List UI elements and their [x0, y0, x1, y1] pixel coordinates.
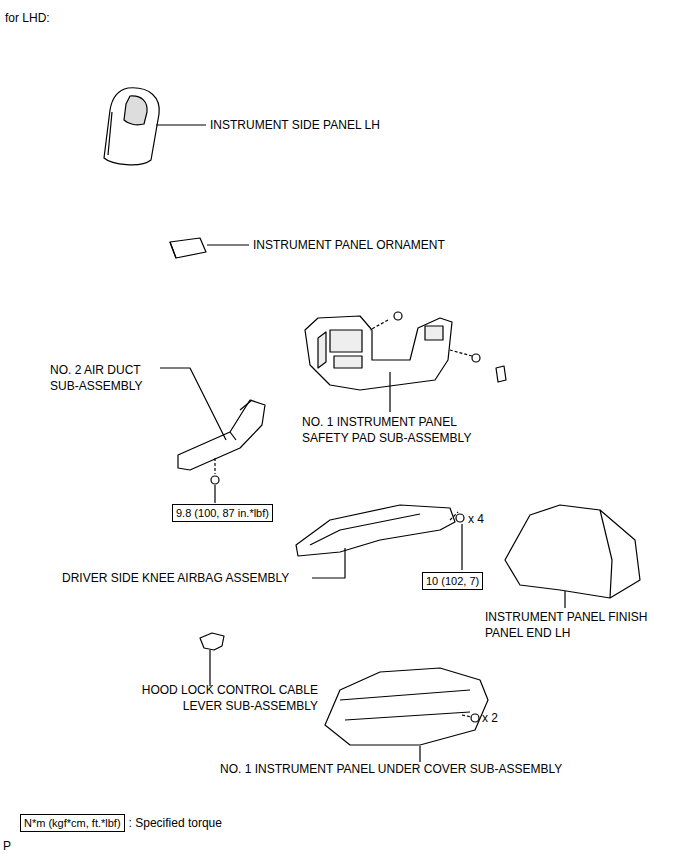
torque-value: 10 (102, 7)	[426, 575, 479, 587]
torque-value: N*m (kgf*cm, ft.*lbf)	[24, 817, 121, 829]
part-name: HOOD LOCK CONTROL CABLE LEVER SUB-ASSEMB…	[118, 682, 318, 714]
figure-code: P	[3, 838, 11, 854]
part-name: NO. 1 INSTRUMENT PANEL SAFETY PAD SUB-AS…	[302, 414, 480, 446]
part-name: NO. 1 INSTRUMENT PANEL UNDER COVER SUB-A…	[220, 761, 562, 777]
part-name: INSTRUMENT SIDE PANEL LH	[210, 117, 380, 133]
quantity: x 2	[482, 710, 498, 726]
heading-note: for LHD:	[5, 10, 50, 26]
torque-box: 10 (102, 7)	[422, 572, 483, 590]
torque-box: 9.8 (100, 87 in.*lbf)	[172, 504, 273, 522]
part-name: NO. 2 AIR DUCT SUB-ASSEMBLY	[50, 362, 162, 394]
torque-value: 9.8 (100, 87 in.*lbf)	[176, 507, 269, 519]
quantity: x 4	[468, 511, 484, 527]
part-name: INSTRUMENT PANEL ORNAMENT	[253, 237, 445, 253]
part-name: DRIVER SIDE KNEE AIRBAG ASSEMBLY	[62, 570, 289, 586]
legend-note: : Specified torque	[129, 815, 222, 831]
torque-box: N*m (kgf*cm, ft.*lbf)	[20, 814, 125, 832]
part-name: INSTRUMENT PANEL FINISH PANEL END LH	[485, 609, 657, 641]
